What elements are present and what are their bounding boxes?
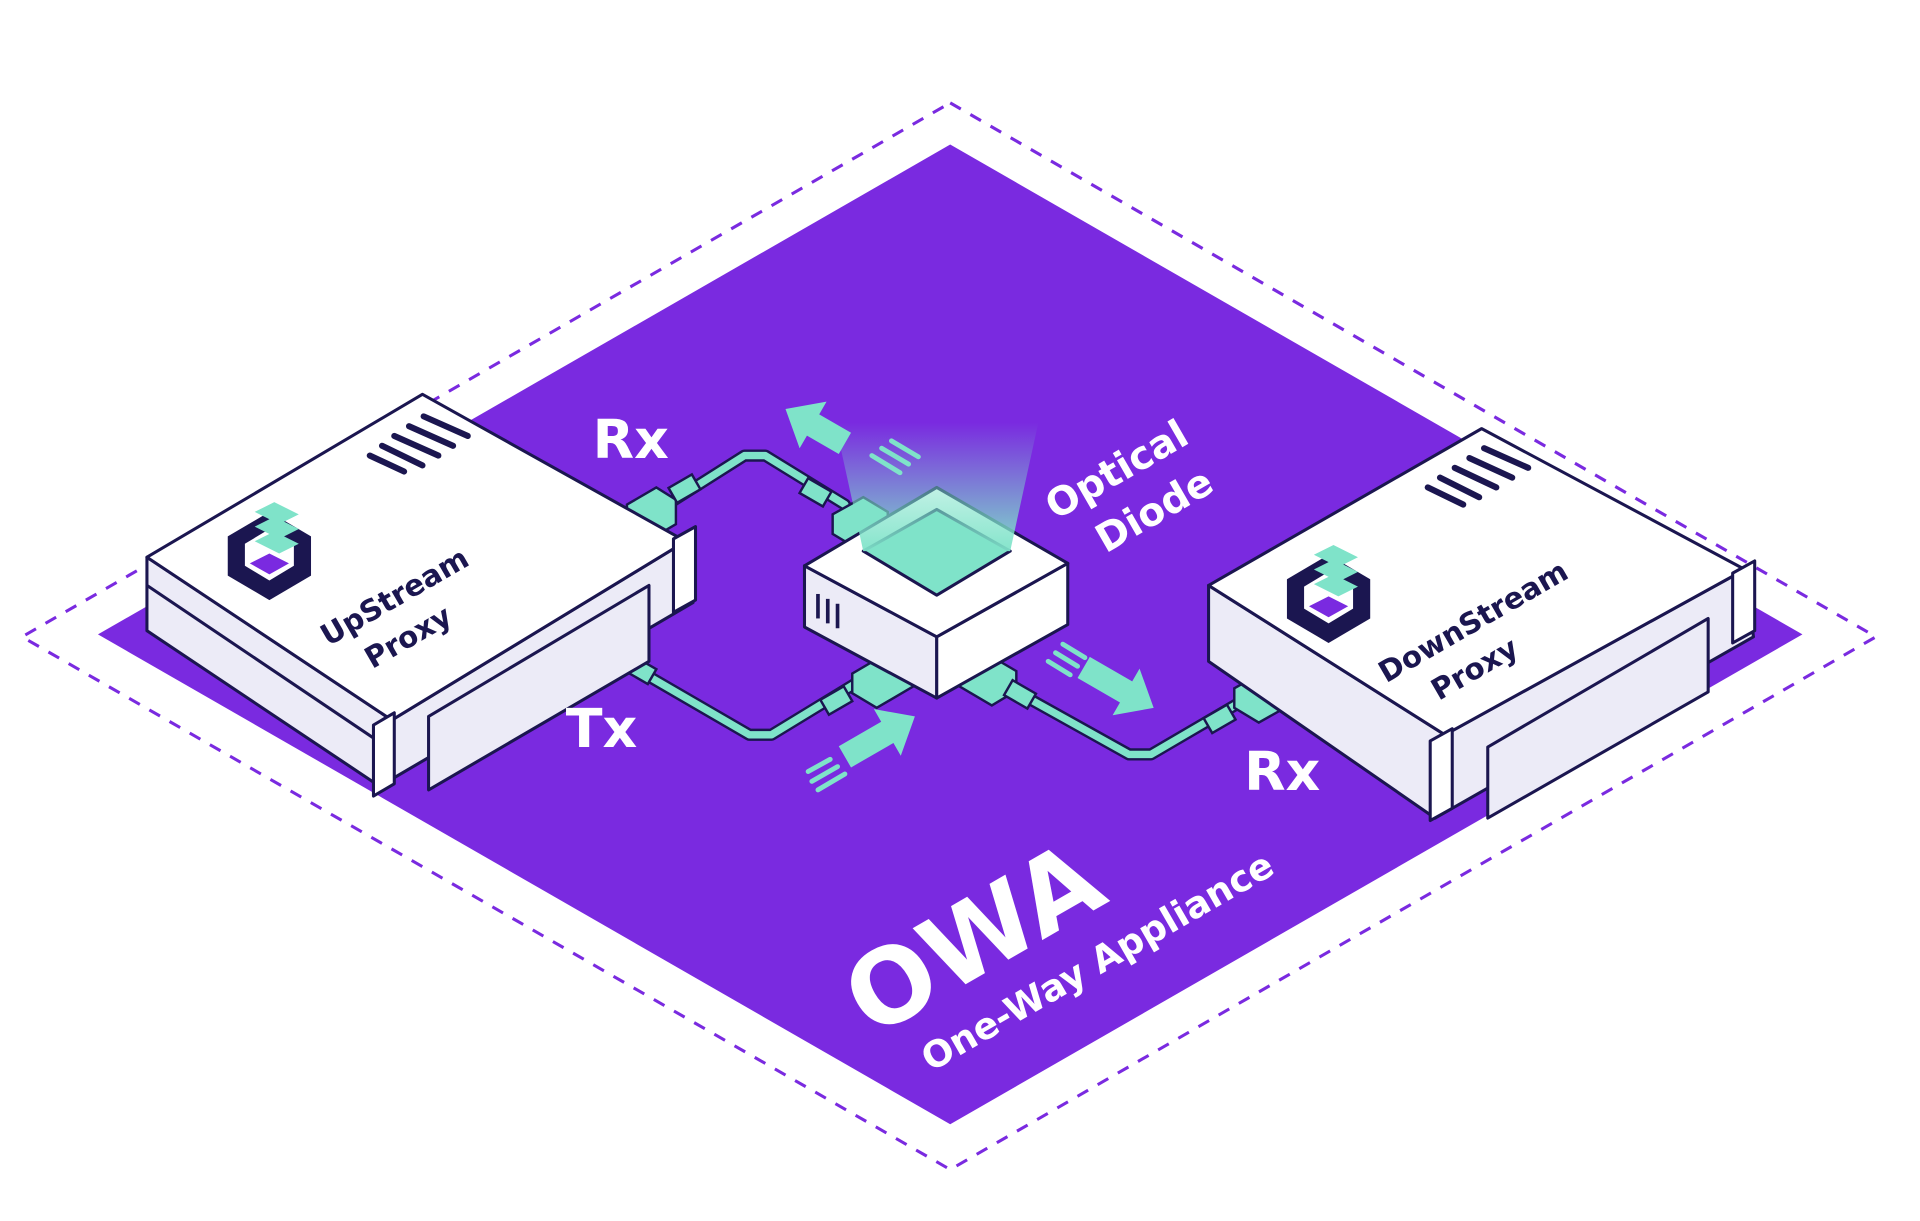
upstream-proxy (145, 392, 698, 798)
rx-right-label: Rx (1244, 740, 1320, 803)
arrows (785, 401, 1154, 793)
downstream-proxy (1207, 427, 1757, 823)
arrow-up-left-icon (785, 401, 852, 454)
tx-left-label: Tx (566, 697, 638, 760)
light-beam (835, 422, 1039, 552)
arrow-up-right-icon (838, 709, 915, 768)
arrow-down-right-icon (1077, 656, 1154, 716)
rx-left-label: Rx (593, 408, 669, 471)
